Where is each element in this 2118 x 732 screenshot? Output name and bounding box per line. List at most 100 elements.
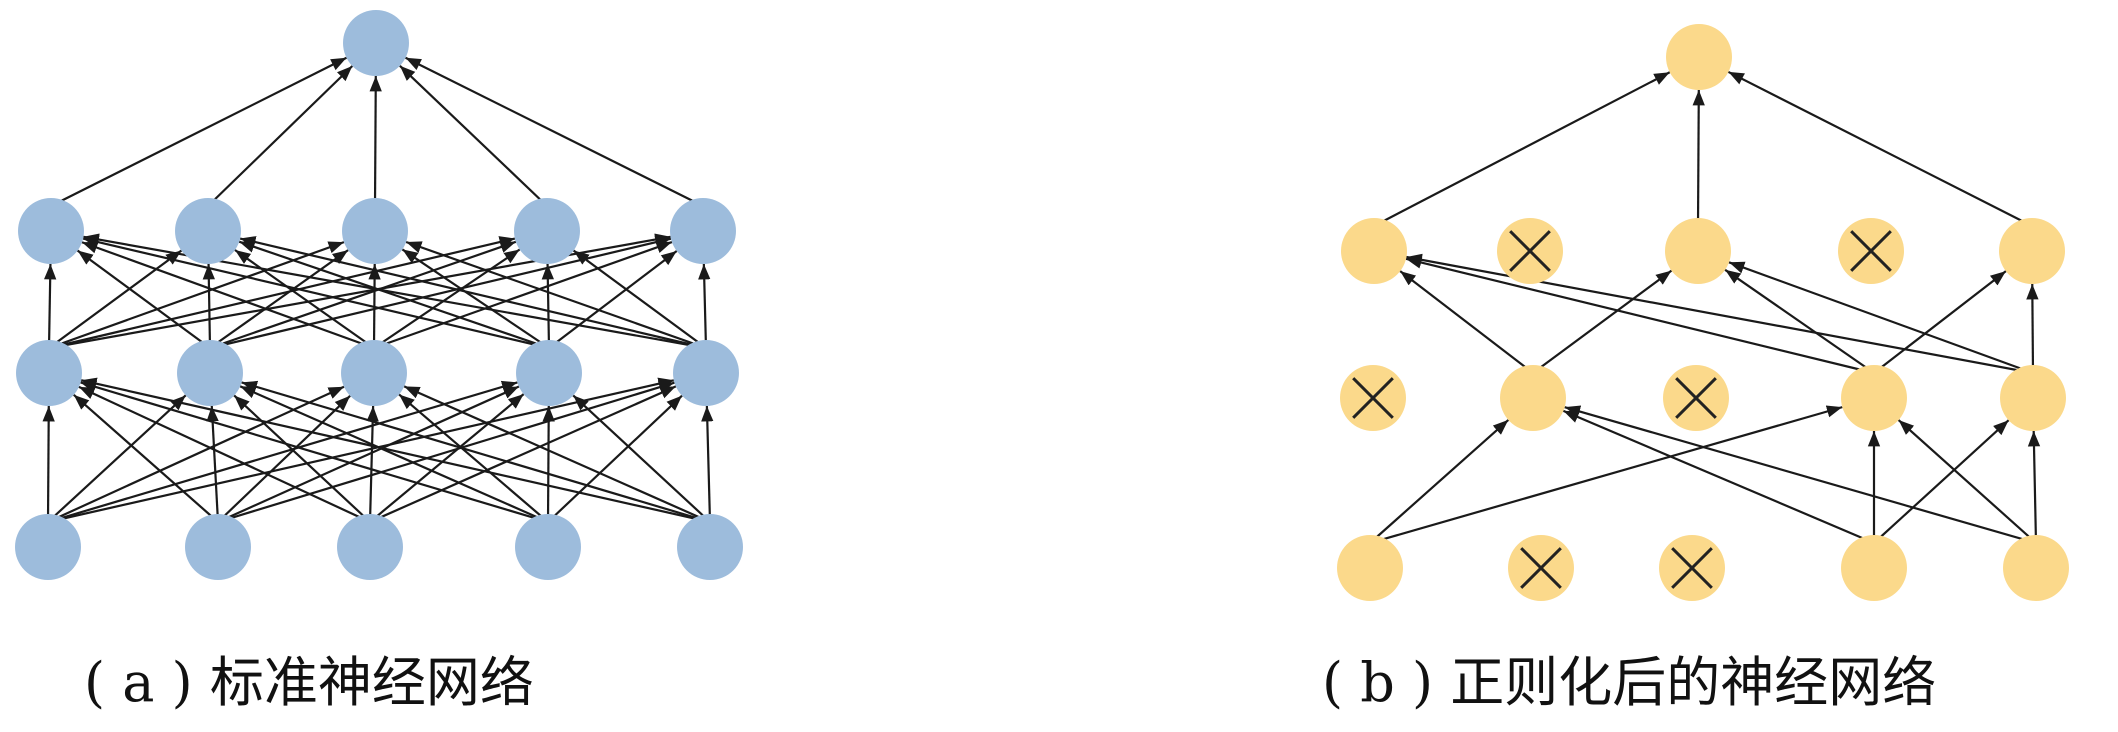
connection-arrow	[76, 249, 211, 349]
caption-standard-network: ( a ) 标准神经网络	[84, 651, 534, 714]
neuron	[1999, 218, 2065, 284]
connection-arrow	[1692, 89, 1705, 227]
caption-regularized-network: ( b ) 正则化后的神经网络	[1322, 651, 1937, 714]
connection-arrow	[405, 240, 707, 350]
standard-network-panel	[15, 10, 743, 580]
connection-arrow	[1399, 270, 1534, 374]
connection-arrow	[366, 405, 379, 523]
cross-icon	[1671, 547, 1713, 589]
connection-arrow	[44, 263, 57, 349]
connection-arrow	[1873, 270, 2007, 374]
neuron	[342, 198, 408, 264]
neuron	[341, 340, 407, 406]
neuron	[514, 198, 580, 264]
neuron	[2003, 535, 2069, 601]
connection-arrow	[572, 249, 707, 349]
connection-arrow	[1873, 419, 2010, 544]
connection-arrow	[73, 393, 219, 523]
connection-arrow	[369, 75, 382, 207]
connection-arrow	[1369, 419, 1510, 544]
neuron	[1665, 218, 1731, 284]
connection-arrow	[1373, 71, 1671, 227]
connection-arrow	[2027, 430, 2041, 544]
neuron	[1500, 365, 1566, 431]
connection-arrow	[209, 240, 517, 350]
connection-arrow	[80, 380, 549, 524]
connection-arrow	[401, 248, 550, 349]
connection-arrow	[405, 56, 704, 207]
connection-arrow	[398, 393, 549, 523]
neuron	[670, 198, 736, 264]
connection-arrow	[217, 385, 520, 524]
neuron	[515, 514, 581, 580]
connection-arrow	[209, 249, 349, 349]
neuron	[15, 514, 81, 580]
connection-arrow	[47, 377, 675, 524]
cross-icon	[1850, 230, 1892, 272]
neuron	[1841, 365, 1907, 431]
connection-arrow	[1564, 405, 2037, 545]
connection-arrow	[207, 65, 354, 207]
connection-arrow	[82, 236, 550, 350]
connection-arrow	[239, 385, 549, 524]
connection-arrow	[241, 380, 711, 524]
connection-arrow	[78, 385, 371, 523]
connection-arrow	[217, 394, 351, 523]
connection-arrow	[1724, 268, 1875, 374]
connection-arrow	[403, 385, 711, 524]
neuron	[1666, 24, 1732, 90]
neuron	[2000, 365, 2066, 431]
cross-icon	[1509, 230, 1551, 272]
connection-arrow	[373, 241, 673, 350]
neuron	[185, 514, 251, 580]
connection-arrow	[47, 380, 518, 524]
dropout-network-panel	[1337, 24, 2069, 601]
neuron	[1341, 218, 1407, 284]
connection-arrow	[542, 405, 555, 523]
connection-arrow	[369, 393, 525, 523]
cross-icon	[1352, 377, 1394, 419]
connection-arrow	[234, 249, 375, 349]
connection-arrow	[399, 64, 548, 207]
connection-arrow	[572, 394, 711, 523]
connection-arrow	[698, 263, 711, 349]
connection-arrow	[48, 236, 516, 350]
connection-arrow	[373, 248, 521, 349]
connection-arrow	[1562, 409, 1875, 545]
connection-arrow	[50, 56, 347, 207]
connection-arrow	[1369, 405, 1843, 545]
connection-arrow	[206, 405, 220, 523]
connection-arrow	[42, 405, 55, 523]
connection-arrow	[209, 236, 672, 350]
connection-arrow	[548, 250, 678, 349]
connection-arrow	[48, 249, 183, 349]
connection-arrow	[1897, 419, 2037, 544]
connection-arrow	[80, 377, 711, 524]
connection-arrow	[1405, 256, 1875, 375]
neuron	[1841, 535, 1907, 601]
connection-arrow	[547, 394, 683, 523]
connection-arrow	[541, 263, 554, 349]
connection-arrow	[369, 385, 677, 524]
connection-arrow	[47, 394, 187, 523]
cross-icon	[1675, 377, 1717, 419]
neuron	[16, 340, 82, 406]
connection-arrow	[701, 405, 714, 523]
connection-arrow	[233, 394, 371, 523]
neuron	[677, 514, 743, 580]
cross-icon	[1520, 547, 1562, 589]
connection-arrow	[1532, 269, 1673, 374]
neuron	[516, 340, 582, 406]
neuron	[673, 340, 739, 406]
connection-arrow	[239, 236, 707, 350]
neuron	[18, 198, 84, 264]
neuron	[175, 198, 241, 264]
connection-arrow	[1727, 70, 2033, 227]
neuron	[337, 514, 403, 580]
connection-arrow	[81, 241, 375, 350]
neuron	[177, 340, 243, 406]
neuron	[343, 10, 409, 76]
connection-arrow	[238, 240, 550, 350]
neuron	[1337, 535, 1403, 601]
